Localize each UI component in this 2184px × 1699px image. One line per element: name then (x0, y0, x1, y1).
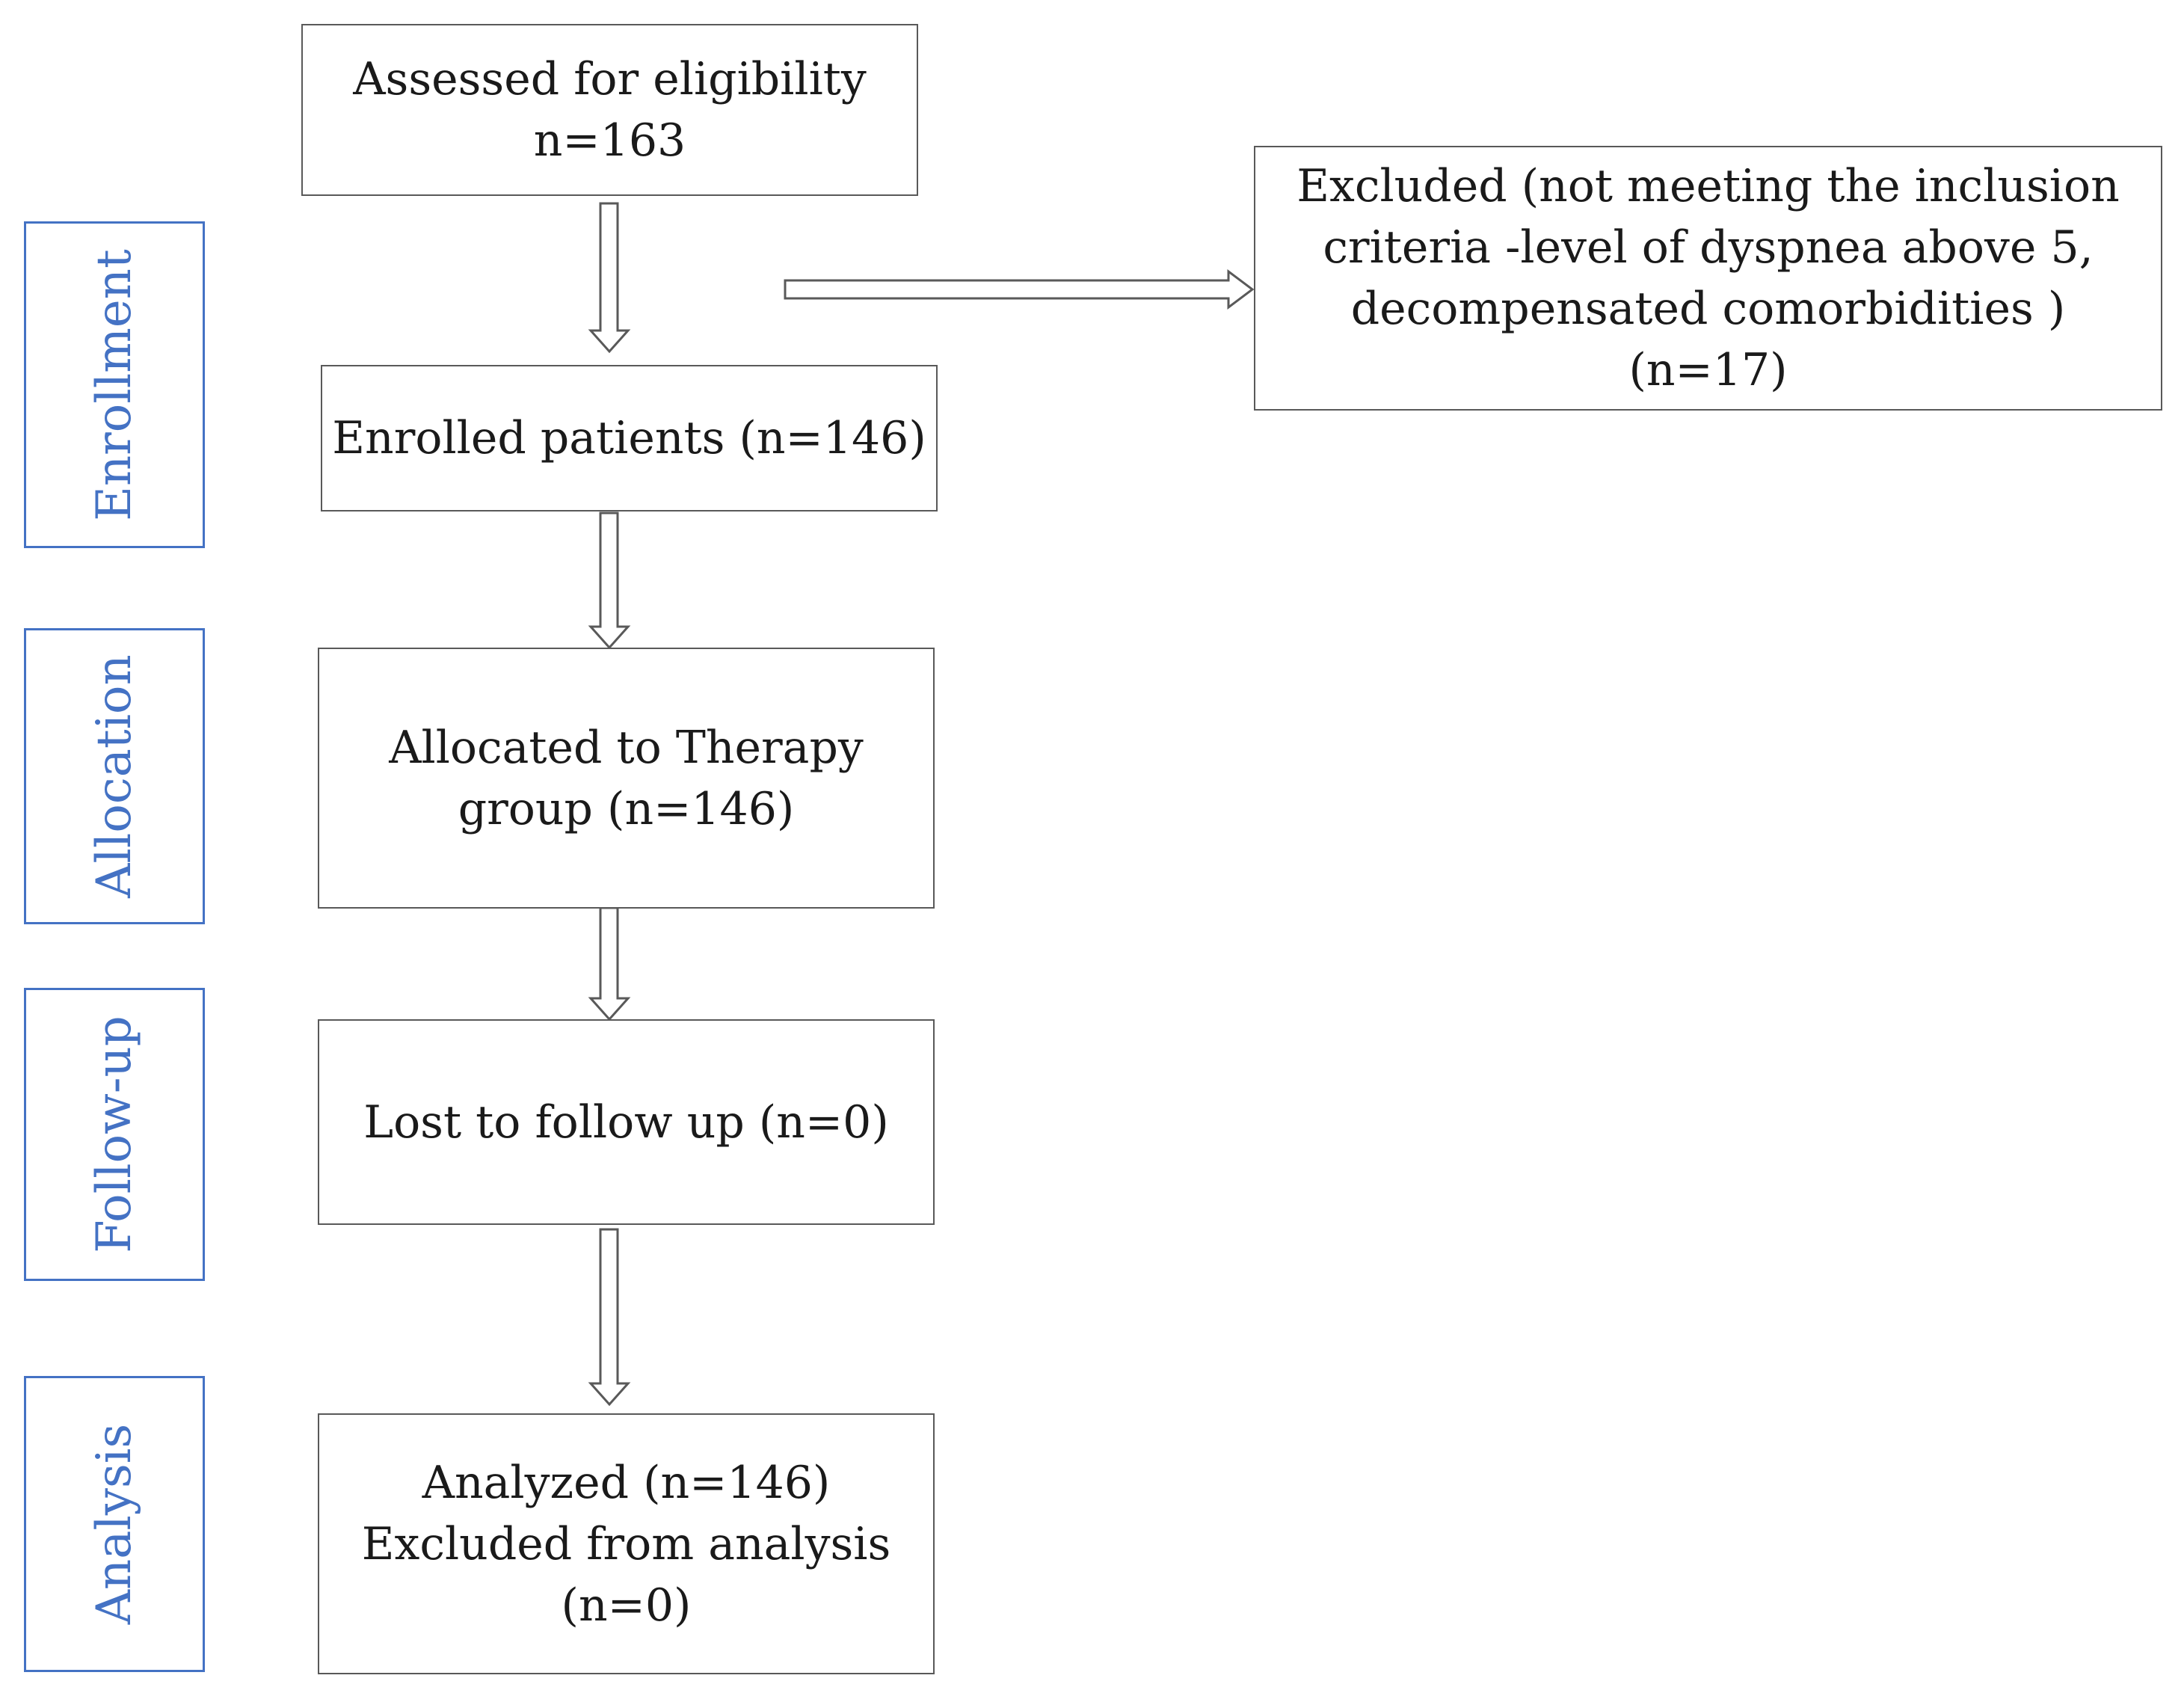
assessed-title: Assessed for eligibility (353, 53, 867, 105)
analyzed-line-1: Analyzed (n=146) (422, 1456, 831, 1509)
enrolled-text: Enrolled patients (n=146) (332, 412, 926, 464)
excluded-line-1: Excluded (not meeting the inclusion (1296, 160, 2120, 212)
excluded-line-2: criteria -level of dyspnea above 5, (1323, 221, 2094, 274)
enrolled-box: Enrolled patients (n=146) (321, 365, 938, 511)
lost-text: Lost to follow up (n=0) (363, 1096, 889, 1149)
arrow-allocated-to-lost (588, 906, 631, 1021)
stage-follow-up: Follow-up (24, 988, 205, 1281)
assessed-count: n=163 (533, 114, 686, 167)
analyzed-box: Analyzed (n=146) Excluded from analysis … (318, 1413, 935, 1674)
stage-follow-up-label: Follow-up (87, 1016, 142, 1253)
assessed-box: Assessed for eligibility n=163 (301, 24, 918, 196)
stage-enrollment: Enrollment (24, 221, 205, 548)
excluded-line-3: decompensated comorbidities ) (1350, 283, 2066, 335)
lost-box: Lost to follow up (n=0) (318, 1019, 935, 1225)
arrow-assessed-to-enrolled (588, 202, 631, 354)
stage-allocation-label: Allocation (87, 654, 142, 898)
excluded-count: (n=17) (1628, 344, 1788, 396)
stage-enrollment-label: Enrollment (87, 248, 142, 521)
arrow-to-excluded (784, 269, 1255, 310)
stage-allocation: Allocation (24, 628, 205, 924)
stage-analysis-label: Analysis (87, 1423, 142, 1625)
allocated-line-2: group (n=146) (458, 782, 795, 835)
arrow-enrolled-to-allocated (588, 511, 631, 650)
allocated-box: Allocated to Therapy group (n=146) (318, 648, 935, 909)
analyzed-count: (n=0) (561, 1579, 692, 1632)
stage-analysis: Analysis (24, 1376, 205, 1672)
excluded-box: Excluded (not meeting the inclusion crit… (1254, 146, 2162, 411)
arrow-lost-to-analyzed (588, 1228, 631, 1407)
allocated-line-1: Allocated to Therapy (389, 721, 864, 774)
analyzed-line-2: Excluded from analysis (361, 1517, 891, 1570)
